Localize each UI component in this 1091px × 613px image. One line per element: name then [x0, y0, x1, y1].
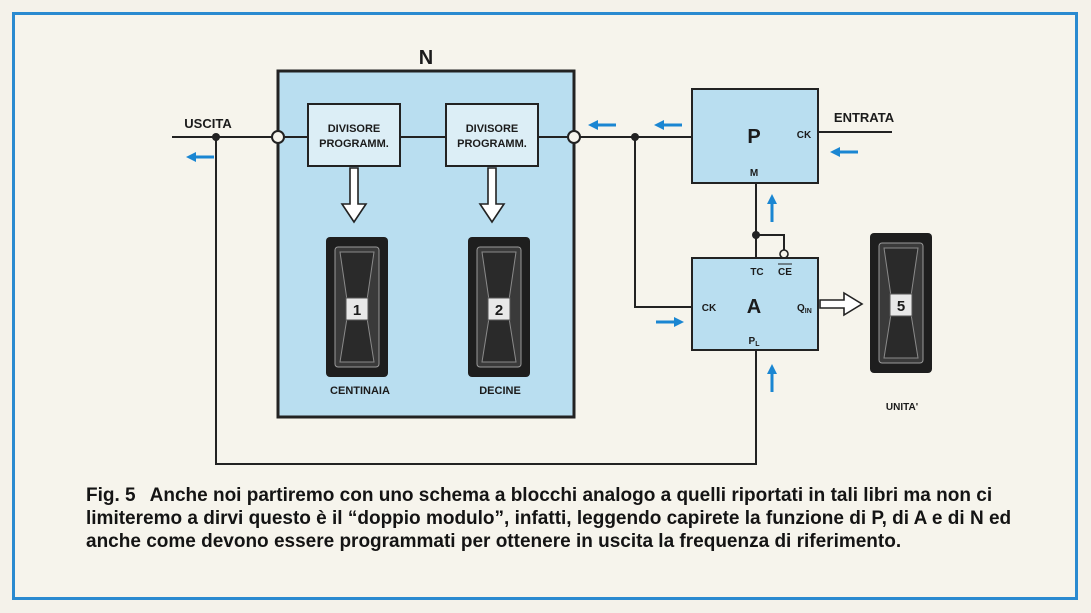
- caption-fig-number: Fig. 5: [86, 485, 136, 506]
- divisore-1-line1: DIVISORE: [328, 123, 381, 135]
- n-port-right: [567, 130, 581, 144]
- label-unita: UNITA': [886, 402, 918, 413]
- blue-arrow-p-output: [654, 120, 682, 130]
- blue-arrow-entrata: [830, 147, 858, 157]
- digit-centinaia: 1: [353, 302, 361, 319]
- display-unita: 5: [870, 233, 932, 373]
- divisore-2-line1: DIVISORE: [466, 123, 519, 135]
- a-block: [691, 257, 819, 351]
- caption-text: Anche noi partiremo con uno schema a blo…: [86, 485, 1012, 552]
- p-ck-label: CK: [797, 130, 812, 141]
- divisore-block-2: [445, 103, 539, 167]
- blue-arrow-uscita: [186, 152, 214, 162]
- right-arrow-a-to-display: [819, 291, 864, 317]
- flow-arrows: [186, 120, 858, 392]
- down-arrow-1: [340, 167, 368, 224]
- p-block: [691, 88, 819, 184]
- a-ck-label: CK: [702, 303, 717, 314]
- a-ce-label: CE: [778, 267, 792, 278]
- ce-line: [756, 234, 785, 250]
- p-label: P: [747, 126, 760, 148]
- blue-arrow-n-input: [588, 120, 616, 130]
- label-uscita: USCITA: [184, 116, 232, 131]
- blue-arrow-p-m: [767, 194, 777, 222]
- digit-unita: 5: [897, 298, 905, 315]
- label-decine: DECINE: [479, 385, 521, 397]
- label-centinaia: CENTINAIA: [330, 385, 390, 397]
- blue-arrow-a-ck: [656, 317, 684, 327]
- a-pl-label: PL: [749, 336, 761, 348]
- ce-inverter: [779, 249, 789, 259]
- a-qin-label: QIN: [797, 303, 812, 315]
- divisore-block-1: [307, 103, 401, 167]
- display-decine: 2: [468, 237, 530, 377]
- blue-arrow-a-pl: [767, 364, 777, 392]
- n-label: N: [419, 47, 433, 69]
- line-to-a-ck: [634, 137, 692, 308]
- display-centinaia: 1: [326, 237, 388, 377]
- down-arrow-2: [478, 167, 506, 224]
- n-port-left: [271, 130, 285, 144]
- a-tc-label: TC: [750, 267, 763, 278]
- label-entrata: ENTRATA: [834, 110, 895, 125]
- divisore-2-line2: PROGRAMM.: [457, 138, 527, 150]
- divisore-1-line2: PROGRAMM.: [319, 138, 389, 150]
- feedback-line: [215, 137, 757, 465]
- digit-decine: 2: [495, 302, 503, 319]
- p-m-label: M: [750, 168, 758, 179]
- a-label: A: [747, 296, 761, 318]
